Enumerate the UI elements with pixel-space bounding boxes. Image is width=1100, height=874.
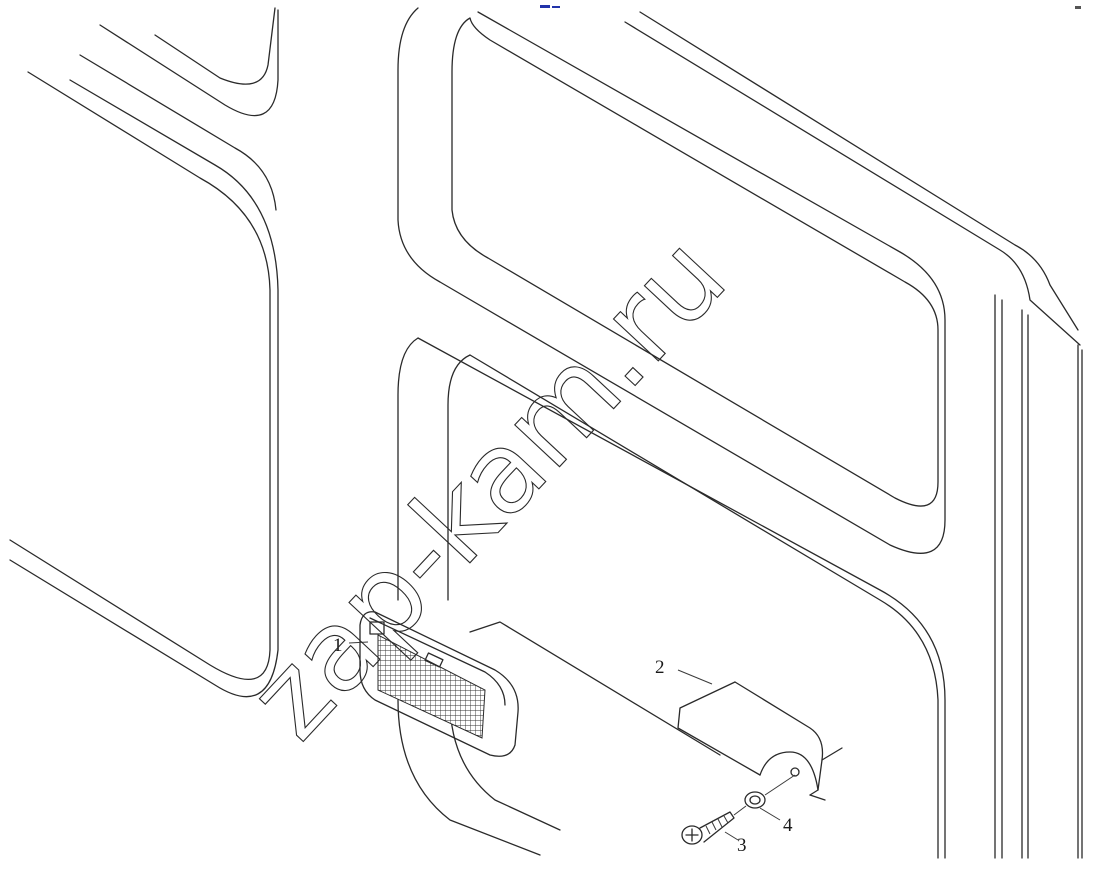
bracket-hole (790, 767, 800, 777)
top-edge-marks (540, 5, 1081, 9)
lamp-switch (369, 621, 385, 635)
part-4-washer (744, 774, 796, 809)
callout-3: 3 (737, 835, 747, 856)
lamp-lens-mark (424, 652, 444, 668)
callout-2: 2 (655, 657, 665, 678)
part-2-bracket (677, 681, 843, 801)
part-3-screw (681, 805, 747, 845)
right-side-rails (624, 11, 1083, 859)
callout-4: 4 (783, 815, 793, 836)
lower-door-panel (397, 337, 946, 859)
upper-window (397, 7, 946, 554)
part-1-lamp-housing (359, 611, 721, 757)
watermark-text: zap-kam.ru (225, 212, 751, 763)
left-window-panel (9, 54, 279, 698)
callout-1: 1 (333, 635, 343, 656)
lamp-grille (377, 634, 486, 739)
upper-frame-corner (99, 7, 279, 117)
callout-leaders (348, 641, 781, 841)
